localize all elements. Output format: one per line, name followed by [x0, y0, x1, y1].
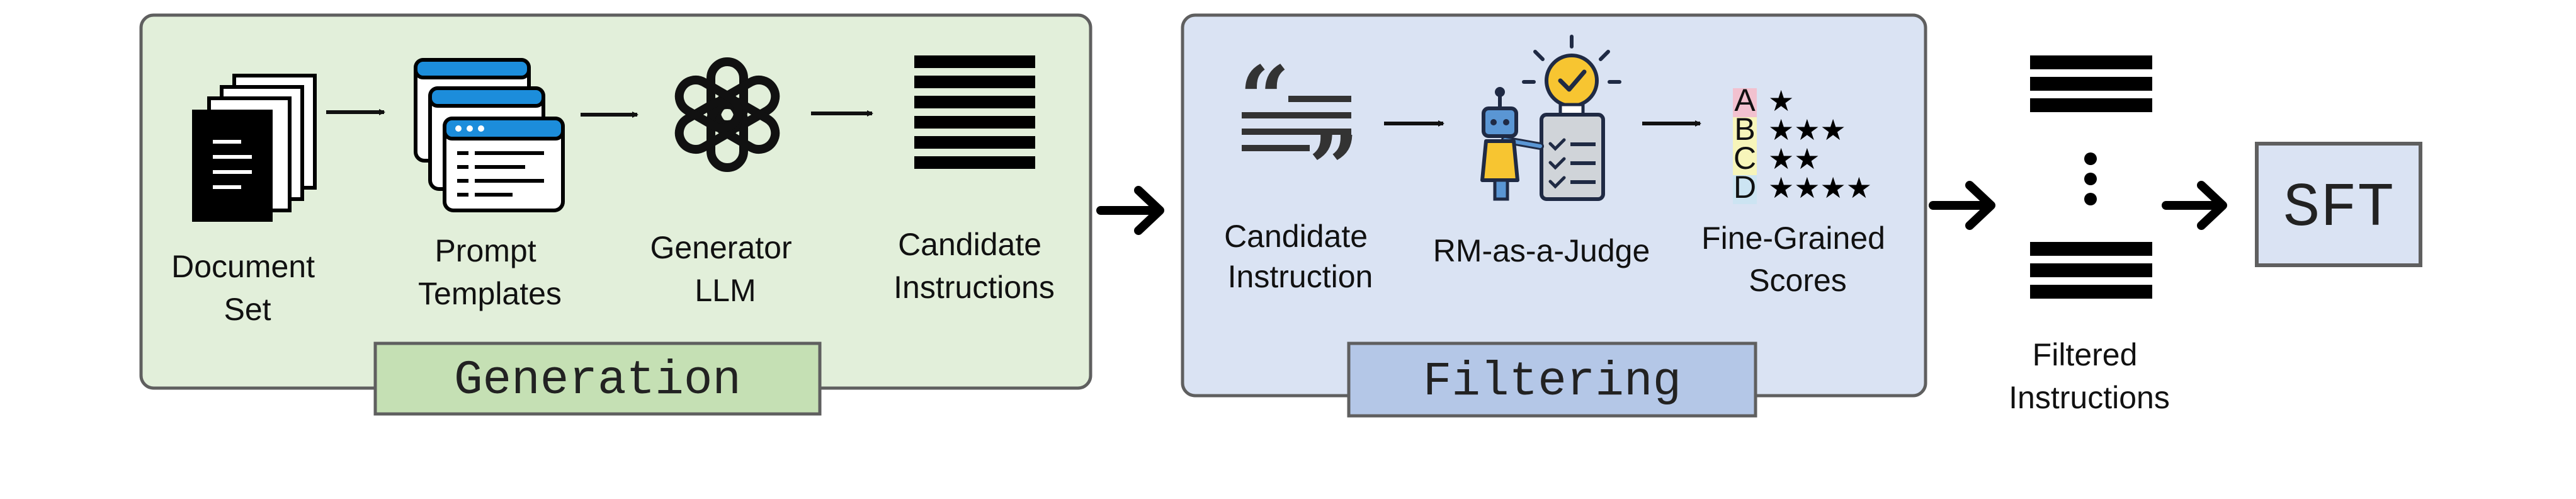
candidate-instruction-label: Candidate Instruction — [1224, 219, 1376, 294]
svg-text:”: ” — [1308, 117, 1359, 221]
grade-c-label: C — [1733, 141, 1756, 176]
grade-b-label: B — [1734, 112, 1755, 147]
document-stack-icon — [192, 74, 317, 222]
prompt-templates-label: Prompt Templates — [418, 233, 562, 311]
stars-b: ★★★ — [1768, 113, 1846, 147]
fine-grained-scores-label: Fine-Grained Scores — [1701, 221, 1894, 298]
arrow-filtering-to-filtered — [1929, 181, 1995, 230]
stars-c: ★★ — [1768, 142, 1820, 176]
filtering-badge: Filtering — [1347, 341, 1757, 418]
browser-windows-icon — [414, 58, 565, 212]
quote-icon: “ ” — [1239, 47, 1359, 221]
filtering-badge-label: Filtering — [1423, 355, 1681, 409]
candidate-instructions-label: Candidate Instructions — [894, 227, 1055, 305]
openai-logo-icon — [674, 57, 780, 172]
svg-text:“: “ — [1239, 47, 1290, 151]
scores-grid: A B C D ★ ★★★ ★★ ★★★★ — [1733, 83, 1872, 205]
generation-badge-label: Generation — [454, 353, 741, 408]
generator-llm-label: Generator LLM — [650, 230, 800, 308]
rm-as-a-judge-label: RM-as-a-Judge — [1433, 233, 1650, 268]
document-set-label: Document Set — [171, 249, 324, 327]
robot-judge-icon — [1480, 35, 1621, 201]
sft-box: SFT — [2255, 142, 2422, 267]
arrow-filtered-to-sft — [2162, 181, 2227, 230]
stars-a: ★ — [1768, 84, 1794, 118]
text-lines-icon — [914, 55, 1035, 169]
generation-badge: Generation — [373, 341, 822, 416]
sft-label: SFT — [2283, 174, 2394, 244]
filtered-lines-icon — [2030, 55, 2152, 299]
grade-d-label: D — [1733, 169, 1756, 205]
grade-a-label: A — [1734, 83, 1756, 118]
arrow-generation-to-filtering — [1096, 186, 1164, 235]
filtered-instructions-label: Filtered Instructions — [2009, 337, 2170, 415]
stars-d: ★★★★ — [1768, 171, 1872, 205]
